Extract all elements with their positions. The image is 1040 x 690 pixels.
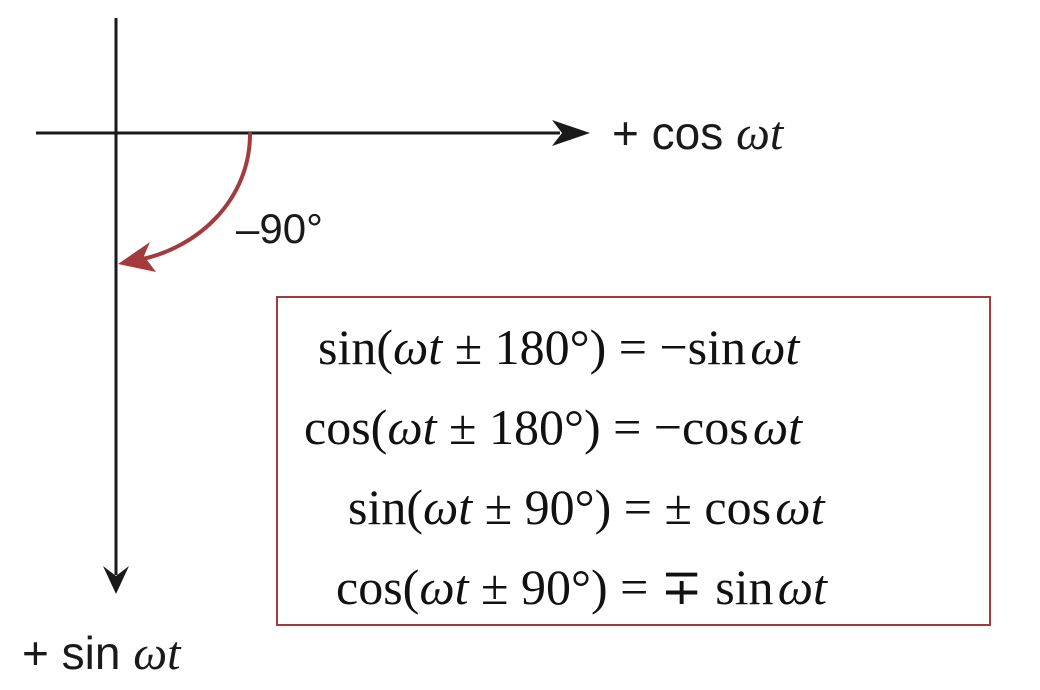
identity-rhs-var: ωt (752, 399, 803, 455)
horizontal-axis-func: cos (651, 107, 724, 159)
identity-func: sin( (318, 319, 393, 375)
identity-rest: ± 90°) = ∓ sin (468, 559, 774, 615)
identity-func: cos( (304, 399, 388, 455)
identity-rest: ± 180°) = −sin (442, 319, 747, 375)
rotation-angle-label: –90° (236, 205, 323, 252)
horizontal-axis-label: + cos ωt (612, 110, 783, 158)
identity-var: ωt (387, 399, 437, 455)
identity-line: cos(ωt ± 90°) = ∓ sin ωt (336, 562, 827, 612)
identity-rhs-var: ωt (777, 559, 827, 615)
identity-func: cos( (336, 559, 420, 615)
identity-rhs-var: ωt (750, 319, 800, 375)
identity-var: ωt (393, 319, 443, 375)
identity-rest: ± 90°) = ± cos (472, 479, 772, 535)
identity-func: sin( (348, 479, 423, 535)
identity-var: ωt (419, 559, 469, 615)
identity-line: cos(ωt ± 180°) = −cos ωt (304, 402, 802, 452)
vertical-axis-label: + sin ωt (22, 630, 180, 678)
identity-var: ωt (423, 479, 473, 535)
horizontal-axis-sign: + (612, 107, 639, 159)
vertical-axis-func: sin (61, 627, 121, 679)
vertical-axis-arrowhead (103, 566, 129, 594)
identity-rest: ± 180°) = −cos (436, 399, 749, 455)
identity-line: sin(ωt ± 90°) = ± cos ωt (348, 482, 824, 532)
rotation-arc (136, 132, 252, 262)
horizontal-axis-arrowhead (552, 120, 590, 146)
vertical-axis-var: ωt (133, 627, 181, 680)
horizontal-axis-var: ωt (736, 107, 784, 160)
identity-box: sin(ωt ± 180°) = −sin ωt cos(ωt ± 180°) … (276, 296, 991, 626)
rotation-arc-arrowhead (118, 242, 156, 272)
identity-rhs-var: ωt (775, 479, 825, 535)
vertical-axis-sign: + (22, 627, 49, 679)
identity-line: sin(ωt ± 180°) = −sin ωt (318, 322, 799, 372)
